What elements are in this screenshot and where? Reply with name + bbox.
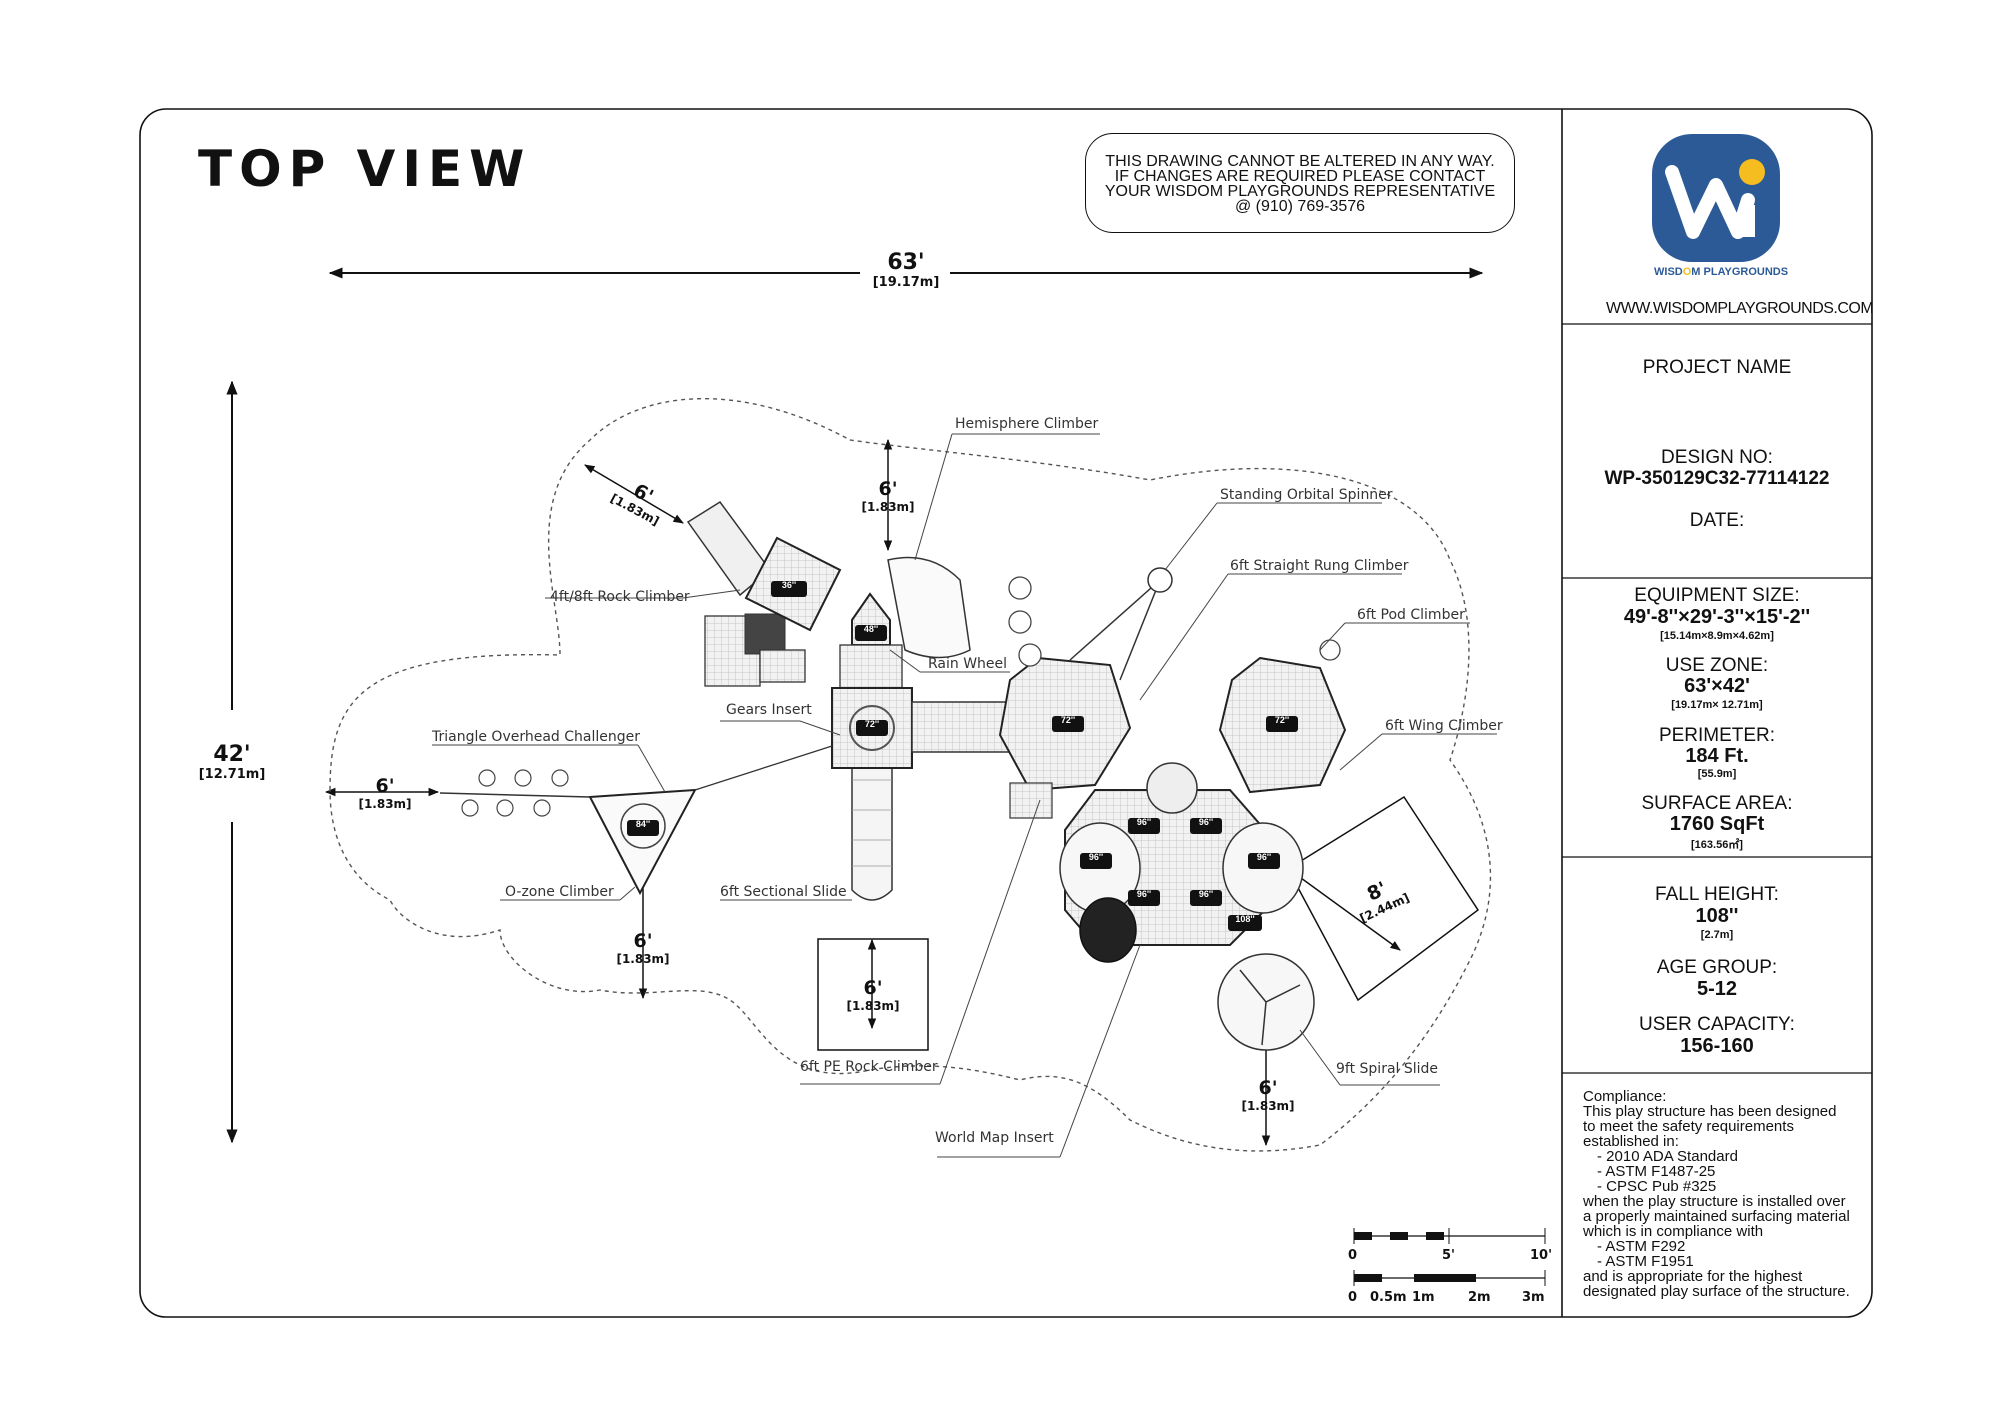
label-rain-wheel: Rain Wheel (928, 656, 1008, 672)
overall-depth-dimension: 42' [12.71m] (198, 742, 266, 782)
deck-height-tag: 96'' (1136, 889, 1152, 899)
deck-height-tag: 96'' (1136, 817, 1152, 827)
deck-height-tag: 72'' (1274, 715, 1290, 725)
deck-height-tag: 84'' (635, 819, 651, 829)
use-zone-value: 63'×42' (1684, 675, 1750, 697)
label-standing-orbital-spinner: Standing Orbital Spinner (1220, 487, 1393, 503)
design-no-label: DESIGN NO: (1661, 447, 1773, 468)
label-straight-rung-climber: 6ft Straight Rung Climber (1230, 558, 1409, 574)
deck-height-tag: 96'' (1198, 889, 1214, 899)
deck-height-tag: 72'' (864, 719, 880, 729)
perimeter-metric: [55.9m] (1697, 768, 1737, 780)
perimeter-label: PERIMETER: (1658, 725, 1776, 746)
wisdom-logo-icon (1652, 134, 1780, 262)
fall-height-value: 108'' (1695, 905, 1739, 927)
clearance-dim-spiral: 6'[1.83m] (1241, 1077, 1295, 1113)
sheet-border (139, 108, 1873, 1318)
fall-height-metric: [2.7m] (1700, 929, 1734, 941)
label-spiral-slide: 9ft Spiral Slide (1336, 1061, 1439, 1077)
deck-height-tag: 108'' (1235, 914, 1255, 924)
scale-label: 3m (1522, 1290, 1545, 1305)
clearance-dim-ozone: 6'[1.83m] (616, 930, 670, 966)
clearance-dim-hemisphere: 6'[1.83m] (861, 478, 915, 514)
label-ozone-climber: O-zone Climber (505, 884, 614, 900)
overall-width-dimension: 63' [19.17m] (872, 250, 940, 290)
label-sectional-slide: 6ft Sectional Slide (720, 884, 847, 900)
age-group-value: 5-12 (1696, 978, 1738, 1000)
clearance-dim-slide: 6'[1.83m] (846, 977, 900, 1013)
use-zone-metric: [19.17m× 12.71m] (1671, 699, 1763, 711)
surface-area-label: SURFACE AREA: (1641, 793, 1793, 814)
age-group-label: AGE GROUP: (1656, 957, 1778, 978)
label-pod-climber: 6ft Pod Climber (1357, 607, 1465, 623)
equipment-size-label: EQUIPMENT SIZE: (1634, 585, 1800, 606)
label-gears-insert: Gears Insert (726, 702, 812, 718)
scale-label: 1m (1412, 1290, 1435, 1305)
scale-label: 0.5m (1370, 1290, 1407, 1305)
page-title: TOP VIEW (198, 140, 532, 198)
label-wing-climber: 6ft Wing Climber (1385, 718, 1503, 734)
surface-area-value: 1760 SqFt (1669, 813, 1765, 835)
date-label: DATE: (1689, 510, 1745, 531)
surface-area-metric: [163.56㎡] (1691, 839, 1743, 851)
project-name-label: PROJECT NAME (1642, 357, 1792, 378)
perimeter-value: 184 Ft. (1685, 745, 1749, 767)
alteration-notice: THIS DRAWING CANNOT BE ALTERED IN ANY WA… (1085, 133, 1515, 233)
scale-label: 5' (1442, 1248, 1456, 1263)
clearance-dim-left: 6'[1.83m] (358, 775, 412, 811)
deck-height-tag: 96'' (1256, 852, 1272, 862)
logo-caption: WISDOM PLAYGROUNDS (1654, 266, 1789, 278)
label-rock-climber: 4ft/8ft Rock Climber (550, 589, 690, 605)
design-no-value: WP-350129C32-77114122 (1604, 468, 1830, 489)
user-capacity-label: USER CAPACITY: (1639, 1014, 1795, 1035)
scale-label: 0 (1348, 1248, 1358, 1263)
website-url[interactable]: WWW.WISDOMPLAYGROUNDS.COM (1606, 300, 1874, 317)
use-zone-label: USE ZONE: (1665, 655, 1769, 676)
scale-label: 0 (1348, 1290, 1358, 1305)
deck-height-tag: 72'' (1060, 715, 1076, 725)
deck-height-tag: 36'' (781, 580, 797, 590)
scale-bar-metric (1353, 1270, 1546, 1286)
deck-height-tag: 48'' (863, 624, 879, 634)
scale-label: 2m (1468, 1290, 1491, 1305)
equipment-size-value: 49'-8''×29'-3''×15'-2'' (1623, 606, 1811, 628)
deck-height-tag: 96'' (1088, 852, 1104, 862)
compliance-note: Compliance: This play structure has been… (1583, 1088, 1850, 1300)
equipment-size-metric: [15.14m×8.9m×4.62m] (1660, 630, 1774, 642)
label-triangle-overhead-challenger: Triangle Overhead Challenger (432, 729, 641, 745)
label-pe-rock-climber: 6ft PE Rock Climber (800, 1059, 938, 1075)
label-hemisphere-climber: Hemisphere Climber (955, 416, 1099, 432)
deck-height-tag: 96'' (1198, 817, 1214, 827)
scale-label: 10' (1530, 1248, 1553, 1263)
scale-bar-feet (1353, 1228, 1546, 1244)
label-world-map-insert: World Map Insert (935, 1130, 1054, 1146)
user-capacity-value: 156-160 (1680, 1035, 1754, 1057)
fall-height-label: FALL HEIGHT: (1655, 884, 1779, 905)
